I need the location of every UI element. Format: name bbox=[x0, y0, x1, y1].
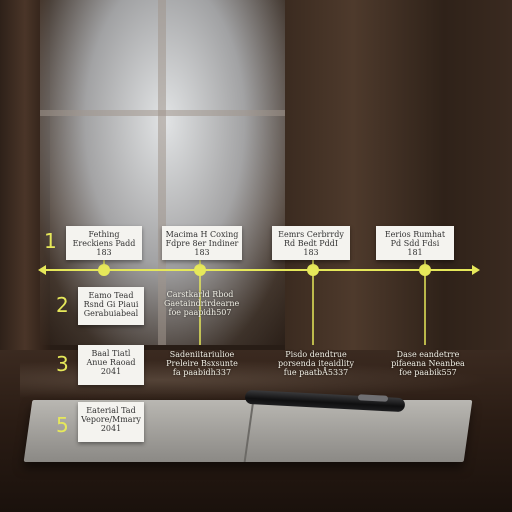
timeline-left-arrow bbox=[38, 265, 46, 275]
card-line: Eamo Tead bbox=[88, 291, 134, 300]
card-line: Eerios Rumhat bbox=[384, 230, 446, 239]
note-line: Gaetaindrirdearne bbox=[164, 299, 240, 308]
card-line: Fdpre 8er Indiner bbox=[165, 239, 239, 248]
card-line: 181 bbox=[407, 248, 423, 257]
card-line: Eemrs Cerbrrdy bbox=[278, 230, 344, 239]
note-line: foe paabik557 bbox=[399, 368, 457, 377]
step-number-3: 3 bbox=[56, 352, 69, 376]
note-1: Carstkarld Rbod Gaetaindrirdearne foe pa… bbox=[164, 290, 240, 317]
card-line: Rd Bedt PddI bbox=[284, 239, 338, 248]
note-line: Preleire Bsxsunte bbox=[166, 359, 238, 368]
note-line: Sadeniitariulioe bbox=[169, 350, 235, 359]
milestone-dot-1 bbox=[98, 264, 110, 276]
card-line: 183 bbox=[303, 248, 319, 257]
card-line: Gerabuiabeal bbox=[83, 309, 139, 318]
card-line: 183 bbox=[194, 248, 210, 257]
milestone-dot-4 bbox=[419, 264, 431, 276]
note-line: Carstkarld Rbod bbox=[166, 290, 234, 299]
top-card-2: Macima H Coxing Fdpre 8er Indiner 183 bbox=[162, 226, 242, 260]
step-number-5: 5 bbox=[56, 413, 69, 437]
note-line: fa paabidh337 bbox=[172, 368, 232, 377]
card-line: Fething bbox=[88, 230, 120, 239]
note-line: Pisdo dendtrue bbox=[285, 350, 347, 359]
top-card-4: Eerios Rumhat Pd Sdd Fdsi 181 bbox=[376, 226, 454, 260]
milestone-dot-3 bbox=[307, 264, 319, 276]
card-line: 2041 bbox=[100, 367, 122, 376]
card-line: Ereckiens Padd bbox=[72, 239, 136, 248]
window-transom bbox=[40, 110, 290, 116]
card-line: Pd Sdd Fdsi bbox=[390, 239, 440, 248]
note-line: pifaeana Neanbea bbox=[391, 359, 465, 368]
card-line: Anue Raoad bbox=[86, 358, 136, 367]
window-mullion bbox=[158, 0, 166, 345]
note-2: Sadeniitariulioe Preleire Bsxsunte fa pa… bbox=[164, 350, 240, 377]
top-card-3: Eemrs Cerbrrdy Rd Bedt PddI 183 bbox=[272, 226, 350, 260]
top-card-1: Fething Ereckiens Padd 183 bbox=[66, 226, 142, 260]
note-line: foe paapidh507 bbox=[168, 308, 232, 317]
note-line: fue paatbÅ5337 bbox=[283, 368, 349, 377]
note-line: Dase eandetrre bbox=[396, 350, 460, 359]
card-line: Vepore/Mmary bbox=[81, 415, 141, 424]
card-line: Macima H Coxing bbox=[165, 230, 239, 239]
card-line: Baal Tiatl bbox=[91, 349, 131, 358]
right-wall bbox=[285, 0, 512, 350]
step-number-2: 2 bbox=[56, 293, 69, 317]
note-3: Pisdo dendtrue porsenda iteaidlity fue p… bbox=[276, 350, 356, 377]
step-number-1: 1 bbox=[44, 229, 57, 253]
card-line: Rsnd Gi Piaui bbox=[83, 300, 139, 309]
side-card-2: Baal Tiatl Anue Raoad 2041 bbox=[78, 345, 144, 385]
card-line: 183 bbox=[96, 248, 112, 257]
milestone-dot-2 bbox=[194, 264, 206, 276]
note-line: porsenda iteaidlity bbox=[278, 359, 354, 368]
card-line: Eaterial Tad bbox=[86, 406, 136, 415]
side-card-3: Eaterial Tad Vepore/Mmary 2041 bbox=[78, 402, 144, 442]
side-card-1: Eamo Tead Rsnd Gi Piaui Gerabuiabeal bbox=[78, 287, 144, 325]
timeline-right-arrow bbox=[472, 265, 480, 275]
note-4: Dase eandetrre pifaeana Neanbea foe paab… bbox=[388, 350, 468, 377]
card-line: 2041 bbox=[100, 424, 122, 433]
